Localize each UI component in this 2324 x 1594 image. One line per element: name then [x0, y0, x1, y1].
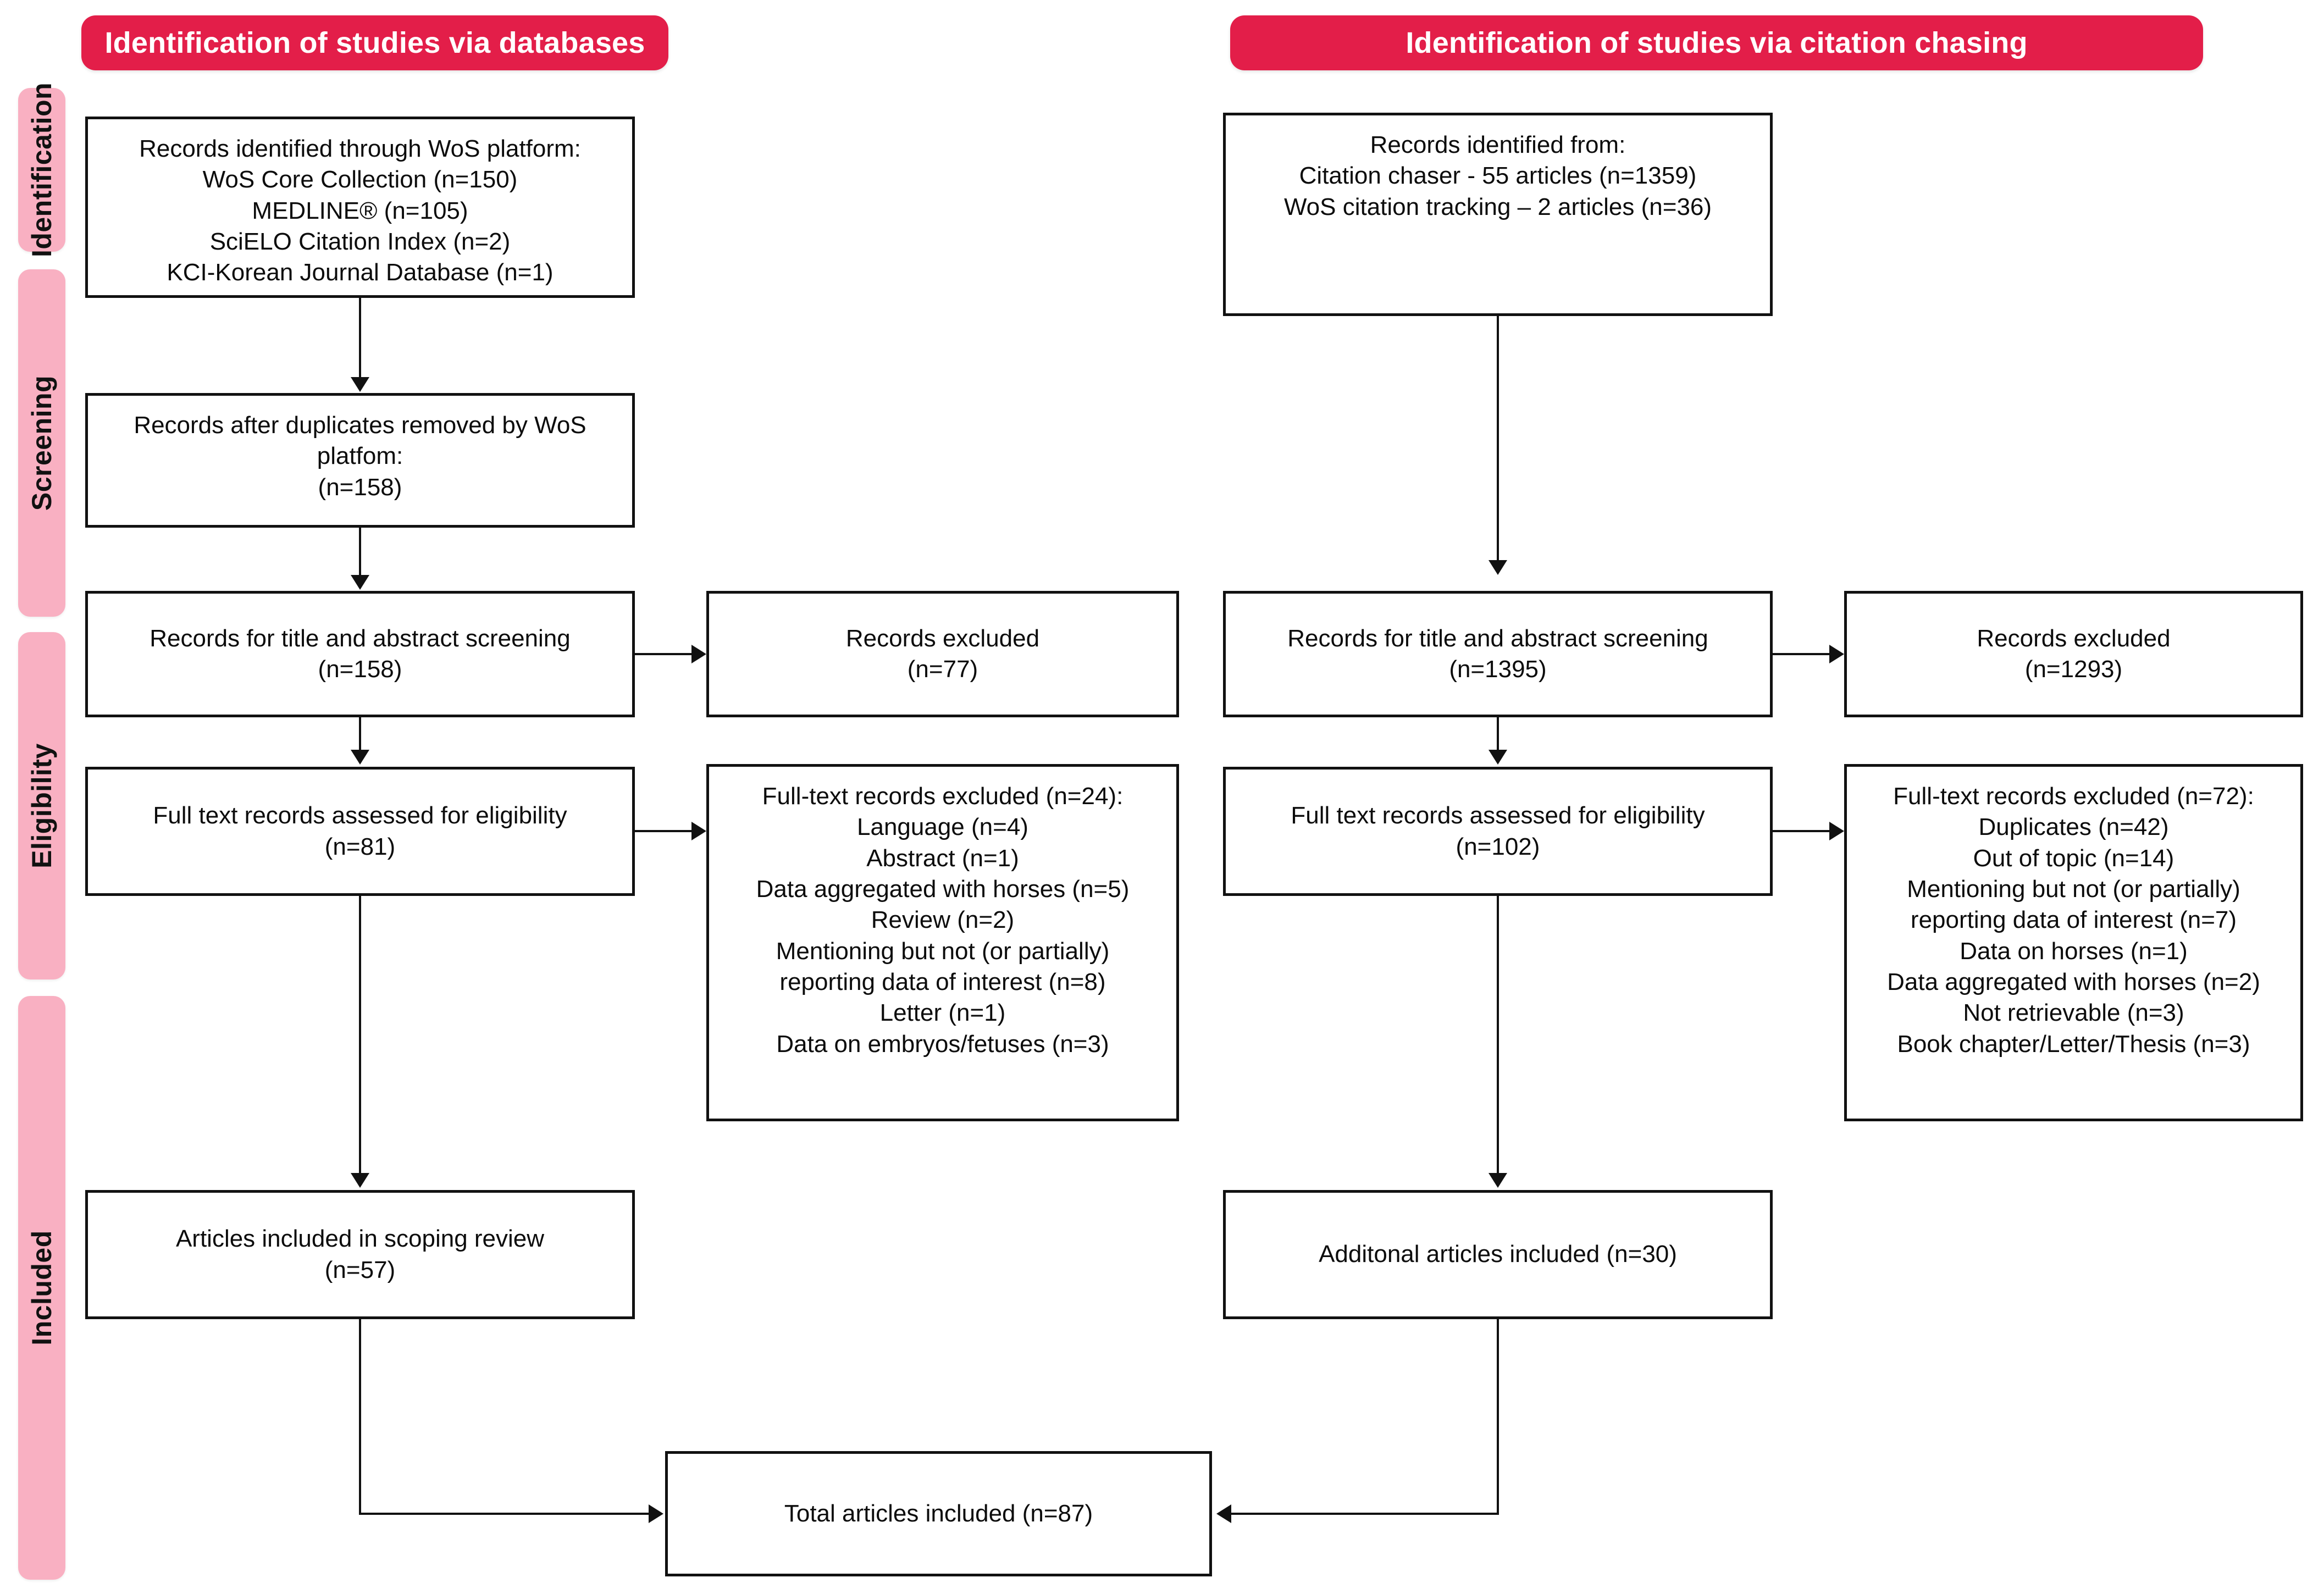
arrow-left-included-to-total: [649, 1504, 663, 1523]
arrow-right-included-to-total: [1216, 1504, 1231, 1523]
node-right-records-identified: Records identified from: Citation chaser…: [1223, 113, 1773, 316]
connector-left-fulltext-to-included: [359, 896, 361, 1175]
node-right-title-abstract-screening-text: Records for title and abstract screening…: [1287, 624, 1708, 683]
arrow-left-duplicates-to-screening: [351, 575, 369, 590]
node-right-records-excluded: Records excluded (n=1293): [1844, 591, 2303, 717]
node-left-full-text-excluded: Full-text records excluded (n=24): Langu…: [706, 764, 1179, 1121]
node-left-records-identified-text: Records identified through WoS platform:…: [139, 135, 581, 286]
node-right-title-abstract-screening: Records for title and abstract screening…: [1223, 591, 1773, 717]
node-left-articles-included-text: Articles included in scoping review (n=5…: [175, 1225, 545, 1283]
stage-tab-identification-label: Identification: [26, 82, 58, 258]
arrow-right-fulltext-to-excluded: [1829, 822, 1844, 840]
column-header-citation-chasing-label: Identification of studies via citation c…: [1406, 26, 2028, 59]
connector-left-fulltext-to-excluded: [635, 830, 694, 832]
node-right-full-text-excluded: Full-text records excluded (n=72): Dupli…: [1844, 764, 2303, 1121]
connector-right-identified-to-screening: [1497, 316, 1499, 562]
stage-tab-screening-label: Screening: [26, 375, 57, 511]
node-right-articles-included-text: Additonal articles included (n=30): [1319, 1241, 1677, 1268]
arrow-right-identified-to-screening: [1489, 560, 1507, 575]
arrow-left-identified-to-duplicates: [351, 377, 369, 392]
node-left-full-text-assessed-text: Full text records assessed for eligibili…: [153, 802, 567, 860]
connector-right-screening-to-excluded: [1773, 653, 1832, 655]
stage-tab-screening: Screening: [18, 269, 65, 617]
arrow-left-screening-to-excluded: [691, 645, 706, 663]
column-header-databases: Identification of studies via databases: [81, 15, 668, 70]
arrow-right-screening-to-excluded: [1829, 645, 1844, 663]
stage-tab-eligibility-label: Eligibility: [26, 743, 57, 868]
node-right-full-text-assessed-text: Full text records assessed for eligibili…: [1291, 802, 1705, 860]
node-right-records-identified-text: Records identified from: Citation chaser…: [1283, 131, 1712, 220]
node-left-full-text-excluded-text: Full-text records excluded (n=24): Langu…: [756, 783, 1130, 1058]
node-left-records-excluded-text: Records excluded (n=77): [845, 624, 1040, 683]
connector-left-included-to-total-vertical: [359, 1319, 361, 1515]
connector-left-included-to-total-horizontal: [359, 1513, 650, 1515]
node-right-full-text-excluded-text: Full-text records excluded (n=72): Dupli…: [1887, 783, 2260, 1058]
column-header-citation-chasing: Identification of studies via citation c…: [1230, 15, 2203, 70]
stage-tab-identification: Identification: [18, 82, 65, 257]
connector-left-screening-to-excluded: [635, 653, 694, 655]
node-left-duplicates-removed-text: Records after duplicates removed by WoS …: [134, 412, 586, 501]
stage-tab-eligibility: Eligibility: [18, 632, 65, 979]
arrow-left-fulltext-to-included: [351, 1173, 369, 1188]
connector-right-fulltext-to-excluded: [1773, 830, 1832, 832]
node-left-articles-included: Articles included in scoping review (n=5…: [85, 1190, 635, 1319]
node-total-articles-included: Total articles included (n=87): [665, 1451, 1212, 1576]
node-left-title-abstract-screening: Records for title and abstract screening…: [85, 591, 635, 717]
stage-tab-included-label: Included: [26, 1230, 58, 1346]
stage-tab-included: Included: [18, 996, 65, 1580]
node-left-full-text-assessed: Full text records assessed for eligibili…: [85, 767, 635, 896]
connector-right-screening-to-fulltext: [1497, 717, 1499, 751]
connector-right-fulltext-to-included: [1497, 896, 1499, 1175]
node-right-full-text-assessed: Full text records assessed for eligibili…: [1223, 767, 1773, 896]
node-left-records-identified: Records identified through WoS platform:…: [85, 117, 635, 298]
connector-left-duplicates-to-screening: [359, 528, 361, 577]
connector-right-included-to-total-vertical: [1497, 1319, 1499, 1515]
arrow-right-screening-to-fulltext: [1489, 750, 1507, 765]
node-left-records-excluded: Records excluded (n=77): [706, 591, 1179, 717]
connector-left-identified-to-duplicates: [359, 298, 361, 379]
column-header-databases-label: Identification of studies via databases: [104, 26, 645, 59]
arrow-left-fulltext-to-excluded: [691, 822, 706, 840]
node-total-articles-included-text: Total articles included (n=87): [784, 1499, 1093, 1527]
node-right-articles-included: Additonal articles included (n=30): [1223, 1190, 1773, 1319]
node-left-duplicates-removed: Records after duplicates removed by WoS …: [85, 393, 635, 528]
arrow-right-fulltext-to-included: [1489, 1173, 1507, 1188]
connector-left-screening-to-fulltext: [359, 717, 361, 751]
node-left-title-abstract-screening-text: Records for title and abstract screening…: [150, 624, 571, 683]
connector-right-included-to-total-horizontal: [1231, 1513, 1499, 1515]
node-right-records-excluded-text: Records excluded (n=1293): [1977, 624, 2171, 683]
arrow-left-screening-to-fulltext: [351, 750, 369, 765]
